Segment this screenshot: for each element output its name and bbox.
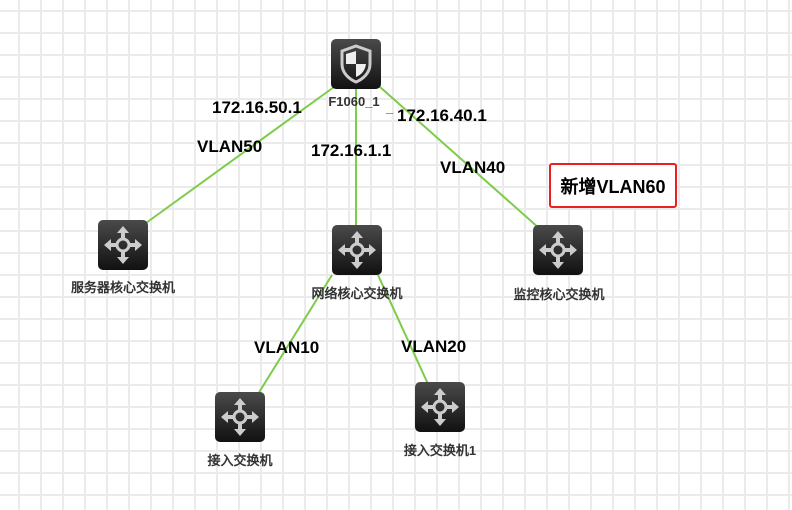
link-network-access	[257, 274, 333, 395]
ip-label-50: 172.16.50.1	[212, 98, 302, 117]
ip-label-1: 172.16.1.1	[311, 141, 392, 160]
firewall-shield-icon	[340, 44, 372, 84]
switch-icon	[421, 388, 459, 426]
dash-label: _	[386, 100, 394, 115]
monitor-core-switch-label: 监控核心交换机	[513, 287, 605, 302]
firewall-node[interactable]	[331, 39, 381, 89]
access-switch-node[interactable]	[215, 392, 265, 442]
switch-icon	[539, 231, 577, 269]
link-network-access1	[377, 274, 429, 385]
vlan20-label: VLAN20	[401, 337, 467, 356]
vlan40-label: VLAN40	[440, 158, 506, 177]
access-switch-label: 接入交换机	[207, 453, 273, 468]
access-switch-1-label: 接入交换机1	[403, 443, 477, 458]
server-core-switch-label: 服务器核心交换机	[70, 280, 176, 295]
monitor-core-switch-node[interactable]	[533, 225, 583, 275]
network-core-switch-label: 网络核心交换机	[311, 286, 403, 301]
server-core-switch-node[interactable]	[98, 220, 148, 270]
vlan50-label: VLAN50	[197, 137, 263, 156]
switch-icon	[221, 398, 259, 436]
vlan10-label: VLAN10	[254, 338, 320, 357]
link-firewall-monitor	[379, 86, 541, 230]
access-switch-1-node[interactable]	[415, 382, 465, 432]
switch-icon	[104, 226, 142, 264]
network-core-switch-node[interactable]	[332, 225, 382, 275]
new-vlan60-annotation: 新增VLAN60	[549, 163, 677, 208]
switch-icon	[338, 231, 376, 269]
firewall-label: F1060_1	[328, 94, 380, 109]
ip-label-40: 172.16.40.1	[397, 106, 487, 125]
link-firewall-server	[145, 86, 335, 224]
